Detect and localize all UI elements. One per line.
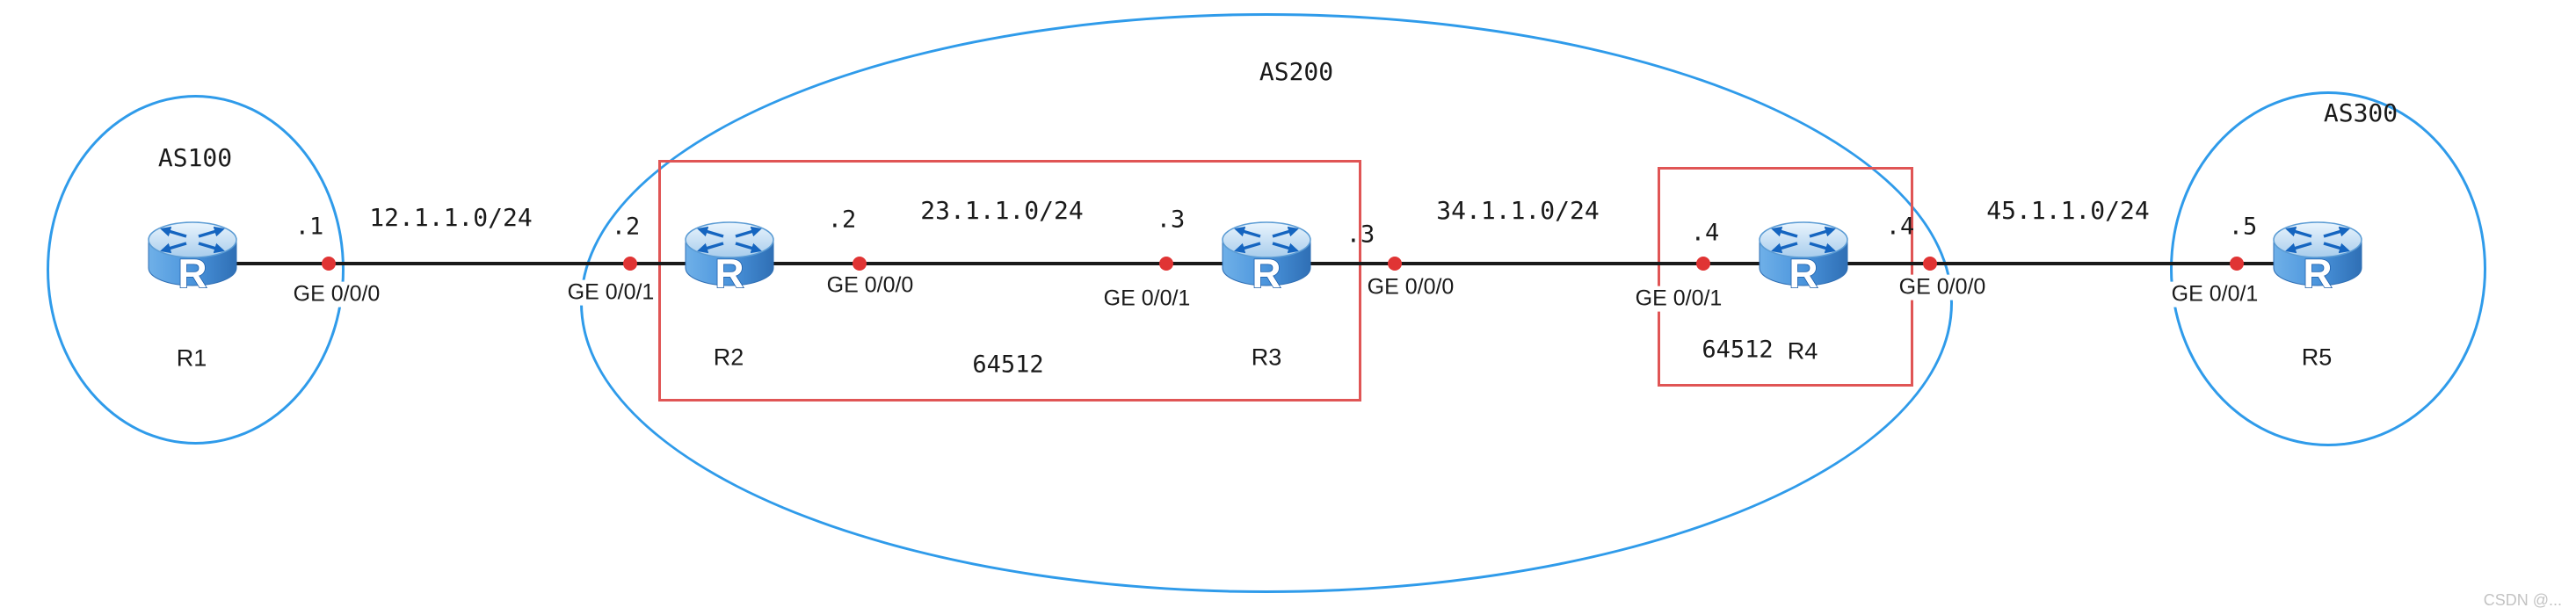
interface-label: GE 0/0/1 — [1632, 286, 1725, 312]
as300-label: AS300 — [2323, 98, 2398, 127]
link-endpoint-dot — [2230, 257, 2244, 271]
router-r1-node[interactable]: R — [143, 213, 242, 305]
ip-suffix-label: .5 — [2228, 213, 2258, 241]
link-endpoint-dot — [853, 257, 867, 271]
ip-suffix-label: .3 — [1346, 221, 1375, 249]
svg-text:R: R — [715, 250, 744, 296]
router-arrows-icon — [1771, 226, 1836, 254]
router-icon: R — [685, 221, 774, 297]
ip-suffix-label: .1 — [294, 213, 324, 241]
svg-text:R: R — [1252, 250, 1281, 296]
confederation-label-1: 64512 — [972, 351, 1044, 379]
router-r2-label: R2 — [713, 344, 744, 371]
csdn-watermark: CSDN @... — [2483, 591, 2562, 609]
ip-suffix-label: .2 — [827, 206, 857, 234]
svg-text:R: R — [1789, 250, 1818, 296]
network-address-label: 45.1.1.0/24 — [1986, 195, 2150, 225]
interface-label: GE 0/0/0 — [1896, 274, 1989, 300]
link-endpoint-dot — [1159, 257, 1173, 271]
network-address-label: 12.1.1.0/24 — [369, 202, 533, 232]
router-r3-label: R3 — [1251, 344, 1282, 371]
router-icon: R — [148, 221, 237, 297]
link-endpoint-dot — [623, 257, 637, 271]
ip-suffix-label: .3 — [1156, 206, 1186, 234]
as100-label: AS100 — [157, 142, 233, 172]
svg-text:R: R — [178, 250, 207, 296]
interface-label: GE 0/0/1 — [1100, 286, 1194, 312]
router-r5-node[interactable]: R — [2268, 213, 2367, 305]
link-endpoint-dot — [1388, 257, 1402, 271]
interface-label: GE 0/0/1 — [2168, 281, 2261, 308]
as300-region-ellipse — [2170, 91, 2486, 446]
router-r3-node[interactable]: R — [1217, 213, 1316, 305]
router-icon: R — [1222, 221, 1311, 297]
link-endpoint-dot — [1696, 257, 1710, 271]
router-arrows-icon — [697, 226, 762, 254]
interface-label: GE 0/0/0 — [824, 272, 917, 299]
router-r1-label: R1 — [176, 344, 207, 372]
link-endpoint-dot — [1923, 257, 1937, 271]
router-arrows-icon — [1234, 226, 1299, 254]
interface-label: GE 0/0/0 — [290, 281, 383, 308]
interface-label: GE 0/0/1 — [564, 279, 657, 306]
link-endpoint-dot — [322, 257, 336, 271]
router-icon: R — [1759, 221, 1848, 297]
router-r2-node[interactable]: R — [680, 213, 779, 305]
router-r4-node[interactable]: R — [1754, 213, 1853, 305]
confederation-box-1 — [658, 160, 1361, 402]
router-icon: R — [2273, 221, 2362, 297]
as200-label: AS200 — [1259, 56, 1334, 86]
ip-suffix-label: .4 — [1885, 213, 1915, 241]
router-r4-label: R4 — [1787, 337, 1818, 365]
ip-suffix-label: .2 — [611, 213, 641, 241]
router-r5-label: R5 — [2301, 344, 2333, 371]
ip-suffix-label: .4 — [1690, 219, 1720, 247]
confederation-label-2: 64512 — [1702, 336, 1774, 364]
as100-region-ellipse — [47, 95, 345, 445]
network-address-label: 23.1.1.0/24 — [920, 195, 1084, 225]
svg-text:R: R — [2303, 250, 2332, 296]
router-arrows-icon — [2285, 226, 2350, 254]
interface-label: GE 0/0/0 — [1364, 274, 1457, 300]
router-arrows-icon — [160, 226, 225, 254]
network-address-label: 34.1.1.0/24 — [1436, 195, 1600, 225]
